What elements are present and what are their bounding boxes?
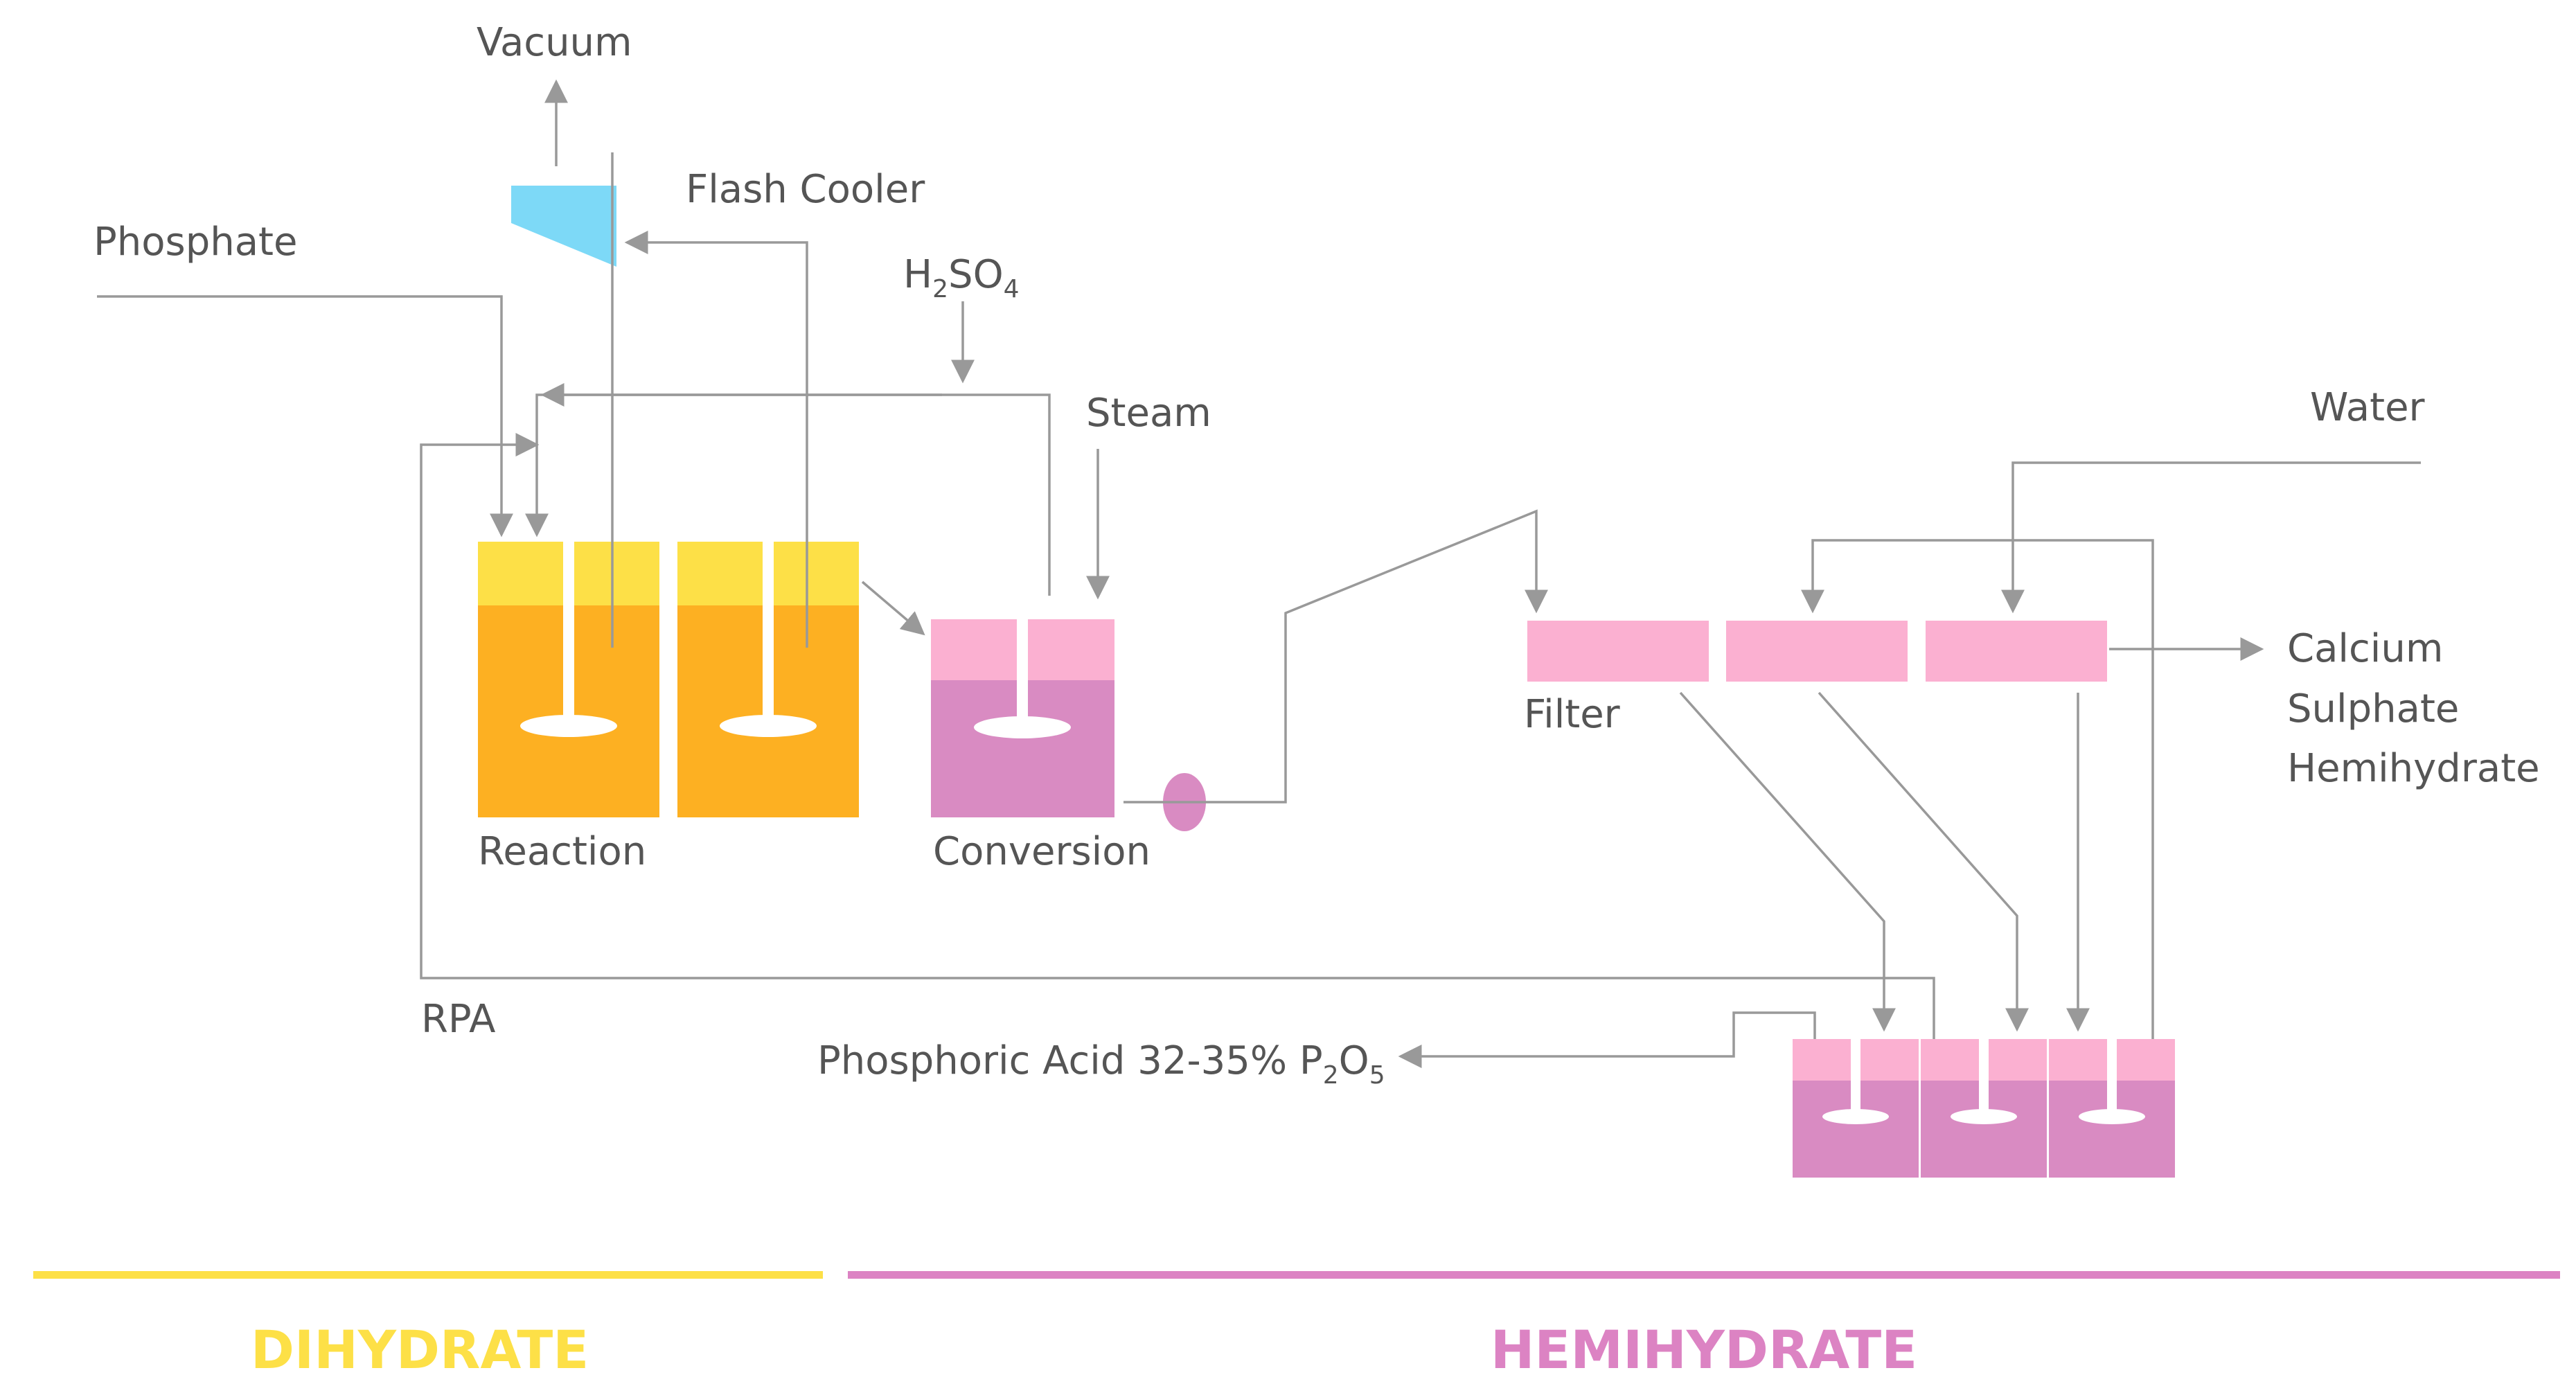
- pump-to-filter: [1123, 509, 1548, 804]
- flash-cooler-vessel: [511, 186, 616, 267]
- filtrate-1: [1679, 691, 1896, 1032]
- phosphoric-sub-5: 5: [1369, 1061, 1385, 1090]
- h2so4-so: SO: [948, 252, 1004, 297]
- hemihydrate-bar: [848, 1271, 2560, 1279]
- vacuum-label: Vacuum: [477, 20, 632, 65]
- flash-cooler-return: [624, 231, 808, 648]
- h2so4-sub-2: 2: [932, 275, 948, 303]
- phosphoric-acid-text: Phosphoric Acid 32-35% P: [817, 1038, 1323, 1083]
- rpa-return: [420, 433, 1935, 1039]
- dihydrate-bar: [33, 1271, 823, 1279]
- h2so4-label: H2SO4: [903, 252, 1020, 303]
- h2so4-sub-4: 4: [1004, 275, 1020, 303]
- phosphate-feed: [97, 295, 513, 538]
- phosphoric-o: O: [1339, 1038, 1369, 1083]
- filter-segment-1: [1527, 621, 1709, 682]
- reaction-tank-1: [478, 542, 659, 817]
- conversion-tank: [931, 619, 1114, 817]
- conversion-label: Conversion: [933, 829, 1151, 874]
- water-feed: [2001, 461, 2421, 614]
- storage-tank-3: [2049, 1039, 2175, 1178]
- phosphoric-sub-2: 2: [1323, 1061, 1339, 1090]
- h2so4-h: H: [903, 252, 932, 297]
- rpa-label: RPA: [421, 997, 495, 1042]
- reaction-label: Reaction: [478, 829, 646, 874]
- storage-tank-2: [1921, 1039, 2047, 1178]
- phosphoric-acid-label: Phosphoric Acid 32-35% P2O5: [817, 1038, 1385, 1090]
- storage-tank-1: [1793, 1039, 1919, 1178]
- filtrate-2: [1818, 691, 2029, 1032]
- water-label: Water: [2310, 385, 2426, 430]
- wash-recycle: [1801, 539, 2154, 1039]
- calcium-label-line-2: Sulphate: [2287, 686, 2459, 731]
- filter-segment-3: [1926, 621, 2107, 682]
- hemihydrate-title: HEMIHYDRATE: [1491, 1319, 1917, 1381]
- phosphoric-acid-out: [1398, 1011, 1816, 1068]
- reaction-to-conversion: [861, 580, 925, 636]
- phosphate-label: Phosphate: [94, 220, 297, 265]
- steam-label: Steam: [1086, 391, 1211, 436]
- calcium-label-line-3: Hemihydrate: [2287, 746, 2540, 791]
- calcium-label-line-1: Calcium: [2287, 626, 2443, 671]
- flash-cooler-label: Flash Cooler: [686, 167, 925, 212]
- dihydrate-title: DIHYDRATE: [251, 1319, 589, 1381]
- reaction-tank-2: [677, 542, 859, 817]
- filter-segment-2: [1726, 621, 1908, 682]
- filter-label: Filter: [1524, 692, 1621, 737]
